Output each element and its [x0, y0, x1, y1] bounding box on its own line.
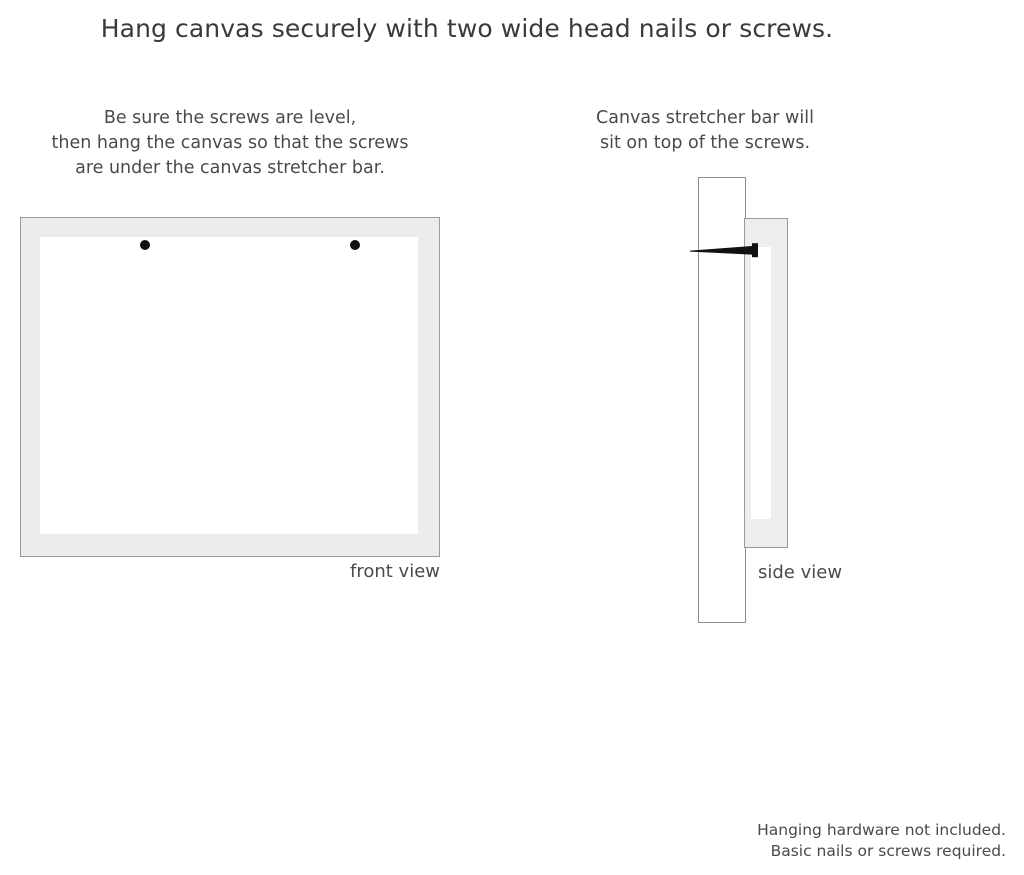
screw-side-icon	[690, 243, 758, 258]
front-view-illustration	[20, 217, 440, 557]
stretcher-bar-cavity	[751, 247, 771, 519]
side-view-illustration	[690, 170, 890, 640]
side-view-caption: Canvas stretcher bar will sit on top of …	[560, 106, 850, 156]
front-view-label: front view	[350, 561, 440, 582]
side-view-caption-line-1: Canvas stretcher bar will	[596, 108, 814, 128]
side-view-label: side view	[758, 562, 843, 583]
footer-line-1: Hanging hardware not included.	[757, 821, 1006, 839]
front-view-caption-line-2: then hang the canvas so that the screws	[51, 133, 409, 153]
canvas-face-front	[40, 237, 418, 534]
footer-line-2: Basic nails or screws required.	[770, 842, 1006, 860]
page-title: Hang canvas securely with two wide head …	[100, 14, 834, 43]
footer-disclaimer: Hanging hardware not included. Basic nai…	[757, 820, 1006, 862]
side-view-caption-line-2: sit on top of the screws.	[599, 133, 811, 153]
canvas-stretcher-bar-side	[744, 218, 788, 548]
front-view-caption: Be sure the screws are level, then hang …	[10, 106, 450, 181]
front-view-caption-line-1: Be sure the screws are level,	[103, 108, 357, 128]
screw-head-left-icon	[140, 240, 150, 250]
front-view-caption-line-3: are under the canvas stretcher bar.	[75, 158, 385, 178]
screw-head-right-icon	[350, 240, 360, 250]
